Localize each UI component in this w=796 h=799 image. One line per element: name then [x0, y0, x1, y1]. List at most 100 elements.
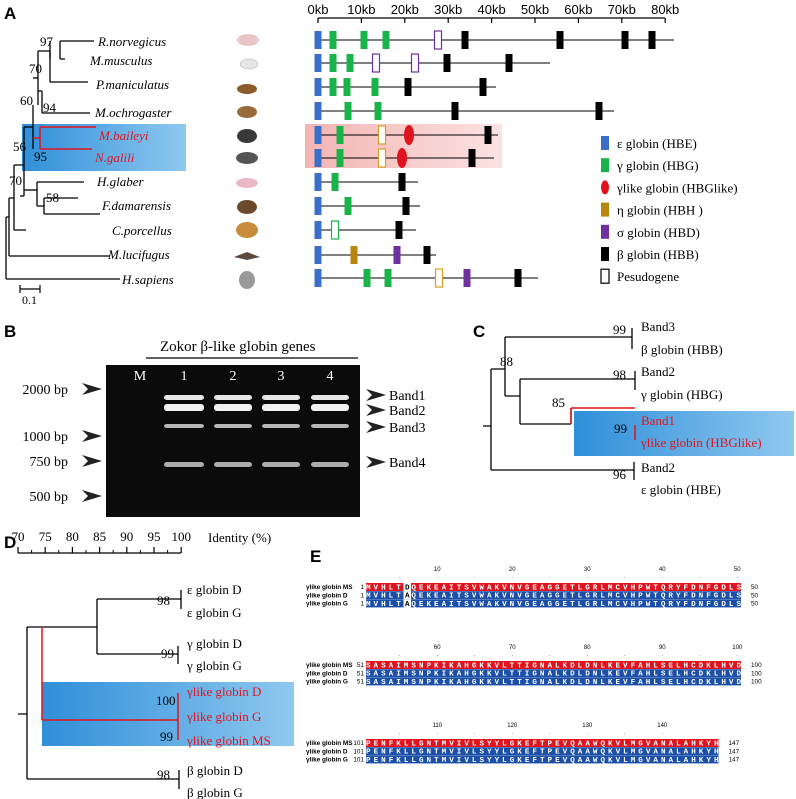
gene-track — [314, 246, 436, 264]
bootstrap-value: 94 — [43, 100, 57, 115]
species-tree — [5, 40, 120, 280]
species-label: M.musculus — [89, 53, 152, 68]
gene-mark-pseudogene — [377, 148, 387, 168]
gel-band — [164, 395, 204, 400]
alignment-row-label: γlike globin MS — [306, 584, 353, 591]
alignment-row-bg — [366, 661, 741, 669]
gel-band — [214, 424, 252, 428]
legend-item: ε globin (HBE) — [601, 136, 697, 151]
leaf-label: γ globin D — [186, 636, 242, 651]
highlight-box-tree — [22, 124, 186, 171]
gel-band — [164, 404, 204, 411]
leaf-gene-label: β globin (HBB) — [641, 342, 723, 357]
alignment-ruler-dot: . — [662, 652, 663, 658]
mouse-icon — [239, 58, 259, 70]
gel-band — [311, 404, 349, 411]
gel-band-arrow — [366, 456, 386, 468]
gel-band — [311, 395, 349, 400]
alignment-ruler-dot: . — [549, 652, 550, 658]
highlight-box-d — [42, 682, 294, 746]
leaf-gene-label: γ globin (HBG) — [640, 387, 723, 402]
alignment-mismatch-letter: A — [405, 601, 410, 609]
alignment-row-end: 50 — [751, 584, 759, 591]
gene-mark-pseudogene — [433, 30, 443, 50]
bootstrap-value: 70 — [29, 61, 42, 76]
bootstrap-value: 99 — [613, 322, 626, 337]
alignment-row-start: 51 — [357, 670, 365, 677]
species-label-highlight: M.baileyi — [98, 128, 149, 143]
panel-d-letter: D — [4, 533, 16, 552]
gene-mark-hbb — [595, 102, 603, 120]
legend-item: σ globin (HBD) — [601, 224, 700, 240]
alignment-mismatch-cell — [403, 583, 411, 591]
alignment-ruler-dot: . — [399, 574, 400, 580]
gene-track — [314, 78, 496, 96]
gel-band-label: Band1 — [389, 389, 426, 404]
gene-mark-hbb — [505, 54, 513, 72]
identity-tick-label: 80 — [66, 529, 79, 544]
kb-tick-label: 50kb — [521, 2, 549, 17]
damaraland-mole-rat-icon — [237, 200, 257, 214]
alignment-row-label: γlike globin MS — [306, 662, 353, 669]
leaf-band-label: Band2 — [641, 460, 675, 475]
gene-mark-hbg — [382, 31, 390, 49]
alignment-ruler-number: 60 — [434, 645, 441, 651]
alignment-row-end: 50 — [751, 601, 759, 608]
gel-band — [214, 395, 252, 400]
gene-mark-hbb — [461, 31, 469, 49]
legend-label: ε globin (HBE) — [617, 136, 697, 151]
animal-images — [234, 34, 260, 289]
legend-swatch — [601, 202, 609, 217]
rat-icon — [237, 34, 259, 46]
gel-band — [311, 462, 349, 467]
gel-band-arrow — [366, 421, 386, 433]
leaf-band-label: Band2 — [641, 364, 675, 379]
leaf-labels-c: Band3 β globin (HBB) Band2 γ globin (HBG… — [640, 319, 762, 497]
gel-marker-label: 1000 bp — [23, 430, 69, 445]
alignment-row-start: 1 — [360, 584, 364, 591]
gel-band — [164, 424, 204, 428]
legend-swatch — [601, 180, 609, 195]
alignment-row-start: 1 — [360, 601, 364, 608]
gene-mark-hbb — [468, 149, 476, 167]
gene-mark-hbg — [384, 269, 392, 287]
gene-mark-pseudogene — [371, 53, 381, 73]
alignment-ruler-dot: . — [624, 574, 625, 580]
alignment-row-bg — [366, 747, 719, 756]
bootstrap-value: 99 — [160, 729, 173, 744]
leaf-band-label-highlight: Band1 — [641, 413, 675, 428]
gel-image — [106, 365, 360, 517]
gel-marker-arrow — [82, 490, 102, 502]
gene-mark-hbg — [329, 54, 337, 72]
blind-mole-rat-icon — [236, 152, 258, 164]
gene-mark-hbb — [484, 126, 492, 144]
gel-band — [164, 462, 204, 467]
alignment-ruler-dot: . — [474, 574, 475, 580]
identity-tick-label: 85 — [93, 529, 106, 544]
leaf-label-highlight: γlike globin G — [186, 709, 261, 724]
alignment-row-bg — [366, 591, 741, 600]
gene-mark-hbb — [621, 31, 629, 49]
human-icon — [239, 271, 255, 289]
alignment-row-sequence: PENFKLLGNTMVIVLSYYLGKEFTPEVQAAWQKVLMGVAN… — [366, 741, 719, 749]
gene-mark-hbe — [314, 197, 322, 215]
gene-mark-pseudogene — [410, 53, 420, 73]
bootstrap-values-c: 99 88 98 85 99 96 — [500, 322, 627, 482]
gene-mark-hbg — [343, 78, 351, 96]
species-labels: R.norvegicus M.musculus P.maniculatus M.… — [89, 34, 174, 287]
leaf-label: ε globin D — [187, 582, 242, 597]
alignment-ruler-number: 140 — [657, 723, 668, 729]
alignment-ruler-number: 120 — [507, 723, 518, 729]
alignment-ruler-number: 70 — [509, 645, 516, 651]
kb-tick-label: 80kb — [651, 2, 679, 17]
bootstrap-value: 70 — [9, 173, 22, 188]
gene-mark-hbg — [331, 173, 339, 191]
gene-mark-hbb — [451, 102, 459, 120]
legend-label: σ globin (HBD) — [617, 225, 700, 240]
